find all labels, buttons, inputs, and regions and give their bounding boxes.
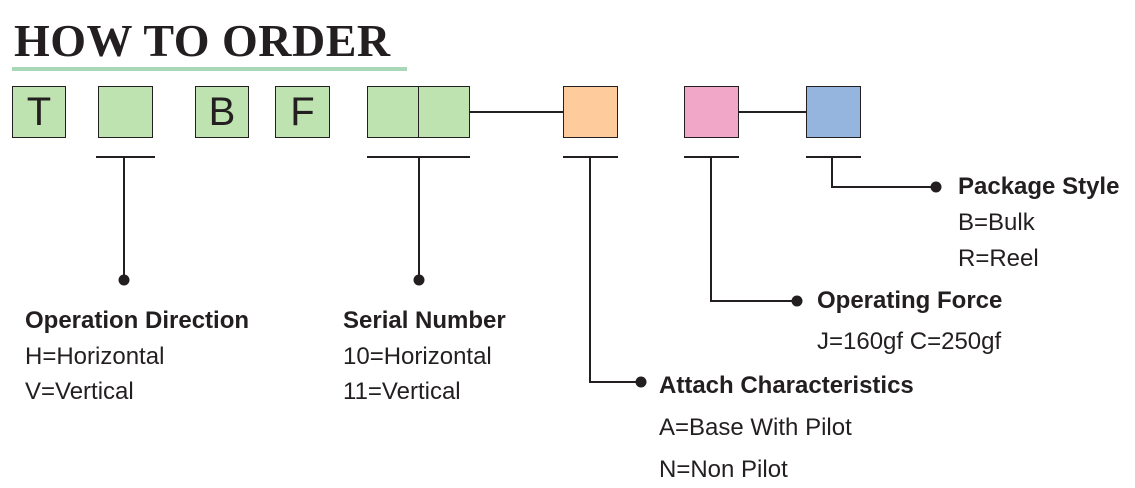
- code-box-operation-direction: [98, 86, 153, 138]
- code-box-force: [684, 86, 739, 138]
- dot-serial-number: [413, 274, 425, 286]
- operating-force-option: J=160gf C=250gf: [817, 328, 1002, 355]
- operation-direction-option: V=Vertical: [25, 378, 134, 405]
- operating-force-heading: Operating Force: [817, 287, 1003, 314]
- dot-attach: [635, 376, 647, 388]
- code-box-package: [806, 86, 861, 138]
- code-box-serial-2: [418, 86, 470, 138]
- code-box-t: T: [12, 86, 66, 138]
- leader-attach: [589, 157, 640, 383]
- package-style-heading: Package Style: [958, 173, 1120, 200]
- code-box-f: F: [275, 86, 330, 138]
- code-box-attach: [563, 86, 618, 138]
- attach-characteristics-option: A=Base With Pilot: [659, 414, 852, 441]
- attach-characteristics-heading: Attach Characteristics: [659, 372, 914, 399]
- serial-number-option: 11=Vertical: [343, 378, 461, 405]
- operation-direction-heading: Operation Direction: [25, 307, 250, 334]
- leader-package: [831, 157, 935, 188]
- package-style-option: R=Reel: [958, 245, 1039, 272]
- serial-number-option: 10=Horizontal: [343, 343, 492, 370]
- dot-force: [791, 295, 803, 307]
- code-box-b: B: [195, 86, 249, 138]
- serial-number-heading: Serial Number: [343, 307, 506, 334]
- attach-characteristics-option: N=Non Pilot: [659, 456, 788, 483]
- page-title: HOW TO ORDER: [14, 15, 391, 66]
- dot-operation-direction: [118, 274, 130, 286]
- package-style-option: B=Bulk: [958, 209, 1035, 236]
- leader-force: [710, 157, 797, 302]
- operation-direction-option: H=Horizontal: [25, 343, 165, 370]
- title-underline: [12, 67, 407, 71]
- code-box-serial-1: [367, 86, 419, 138]
- dot-package: [930, 181, 942, 193]
